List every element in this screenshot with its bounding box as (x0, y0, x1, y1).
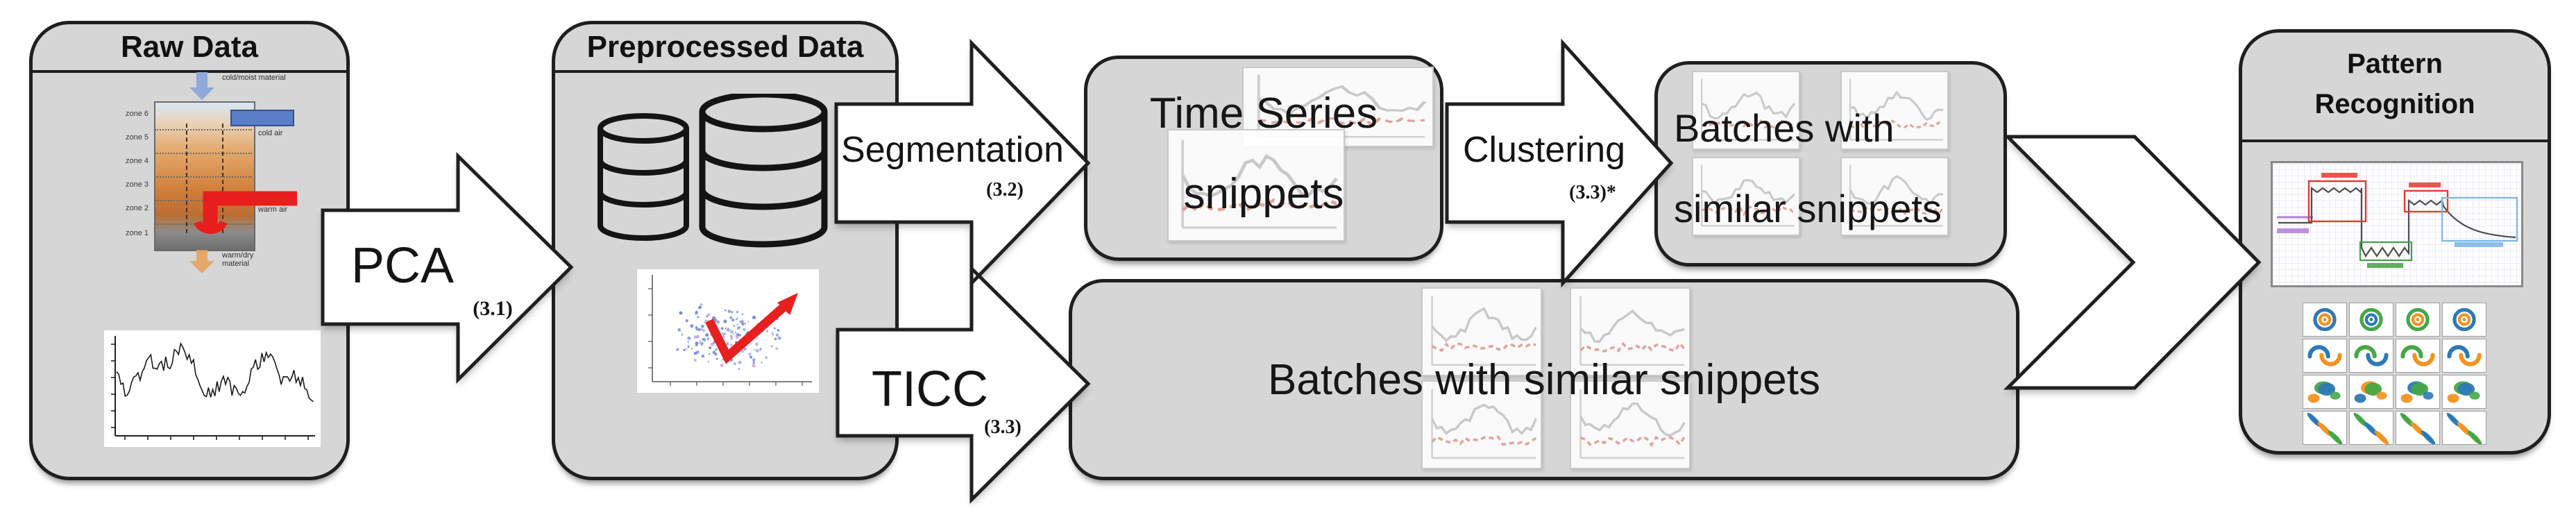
database-icons (598, 94, 828, 248)
snippet-thumbnail (1167, 129, 1345, 242)
snippet-thumbnail (1421, 287, 1542, 376)
batches-bottom-box (1069, 279, 2019, 480)
snippet-thumbnail (1570, 287, 1690, 376)
snippet-thumbnail (1840, 71, 1949, 150)
furnace-warm-air-arrow-icon (194, 191, 297, 235)
furnace-cold-air-label: cold air (258, 129, 283, 137)
snippet-thumbnail (1692, 157, 1800, 236)
convection-arrow-icon (222, 124, 223, 233)
concentric-circles-icon (2442, 303, 2486, 337)
blobs-icon (2442, 375, 2486, 409)
time-series-title-line1: Time Series (1149, 90, 1378, 137)
batches-bottom-label: Batches with similar snippets (1268, 356, 1820, 404)
moons-icon (2396, 339, 2440, 373)
diagonal-clusters-icon (2349, 411, 2393, 445)
ticc-ref: (3.3) (984, 416, 1022, 438)
moons-icon (2303, 339, 2347, 373)
pca-label: PCA (350, 238, 455, 294)
pca-ref: (3.1) (473, 297, 513, 320)
snippet-thumbnail (1421, 380, 1542, 469)
furnace-zone-label: zone 1 (125, 229, 149, 237)
concentric-circles-icon (2349, 303, 2393, 337)
furnace-zone-label: zone 5 (125, 133, 149, 142)
batches-top-line2: similar snippets (1674, 187, 1942, 230)
time-series-title-line2: snippets (1183, 170, 1344, 218)
raw-series-plot (104, 330, 321, 447)
segmentation-label: Segmentation (841, 130, 1064, 170)
snippet-thumbnail (1840, 157, 1949, 236)
furnace-zone-label: zone 6 (125, 110, 149, 118)
furnace-inlet-label: cold/moist material (222, 74, 286, 82)
merge-chevron-arrow (2008, 137, 2259, 388)
pattern-title-line1: Pattern (2347, 49, 2443, 79)
clustering-ref: (3.3)* (1569, 182, 1616, 203)
furnace-cold-air-bar (230, 110, 294, 126)
preprocessed-title: Preprocessed Data (555, 24, 895, 73)
concentric-circles-icon (2303, 303, 2347, 337)
blobs-icon (2303, 375, 2347, 409)
snippet-thumbnail (1570, 380, 1690, 469)
segmentation-ref: (3.2) (986, 179, 1024, 201)
blobs-icon (2349, 375, 2393, 409)
moons-icon (2442, 339, 2486, 373)
diagonal-clusters-icon (2303, 411, 2347, 445)
moons-icon (2349, 339, 2393, 373)
clustering-label: Clustering (1462, 130, 1626, 170)
furnace-zone-label: zone 4 (125, 157, 149, 165)
blobs-icon (2396, 375, 2440, 409)
preprocessed-box: Preprocessed Data (552, 21, 899, 480)
batches-top-line1: Batches with (1674, 106, 1895, 150)
step-pattern-plot (2271, 161, 2523, 287)
furnace-outlet-label: warm/dry material (222, 251, 254, 268)
concentric-circles-icon (2396, 303, 2440, 337)
pca-scatter-plot (637, 269, 819, 393)
cluster-pattern-grid (2303, 303, 2486, 445)
furnace-zone-label: zone 2 (125, 204, 149, 212)
ticc-label: TICC (872, 362, 988, 417)
convection-arrow-icon (186, 124, 187, 233)
diagonal-clusters-icon (2442, 411, 2486, 445)
database-icon-large (699, 94, 828, 248)
diagonal-clusters-icon (2396, 411, 2440, 445)
pattern-title-line2: Recognition (2314, 89, 2475, 119)
furnace-warm-air-label: warm air (258, 205, 288, 214)
furnace-zone-label: zone 3 (125, 180, 149, 189)
database-icon-small (598, 113, 689, 241)
snippet-thumbnail (1692, 71, 1800, 150)
raw-data-title: Raw Data (33, 24, 346, 73)
